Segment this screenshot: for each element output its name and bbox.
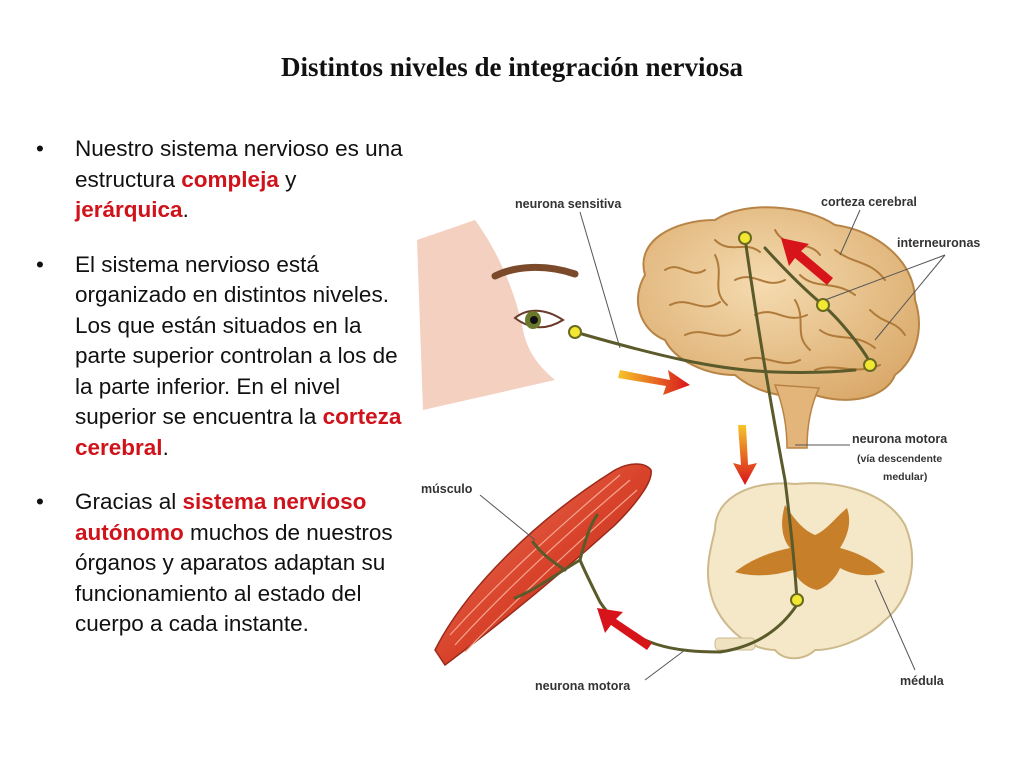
label-medular: medular) <box>883 471 927 483</box>
label-corteza-cerebral: corteza cerebral <box>821 195 917 209</box>
highlight-term: sistema nervioso autónomo <box>75 489 367 545</box>
interneuron-node-2 <box>863 358 877 372</box>
arrow-up-cortex <box>781 238 833 285</box>
bullet-dot: • <box>36 489 44 514</box>
bullet-text-part: Nuestro sistema nervioso es una estructu… <box>75 136 403 192</box>
interneuron-node-1 <box>816 298 830 312</box>
face-profile <box>417 220 579 410</box>
nerve-pathways <box>513 236 872 654</box>
arrow-down-brain <box>733 425 757 485</box>
bullet-item: • Gracias al sistema nervioso autónomo m… <box>30 487 415 640</box>
bullet-text-part: y <box>278 166 297 192</box>
muscle-branch-1 <box>513 558 582 600</box>
bullet-text-part: El sistema nervioso está organizado en d… <box>75 251 398 430</box>
leader-medula <box>874 579 916 671</box>
spinal-cord <box>706 482 913 660</box>
sensory-neuron-path <box>573 330 857 374</box>
label-neurona-motora-top: neurona motora <box>852 432 948 446</box>
leader-lines <box>479 209 946 681</box>
muscle-branch-2 <box>578 513 599 562</box>
leader-neurona-sensitiva <box>579 211 621 349</box>
highlight-term: compleja <box>181 166 279 192</box>
slide-title: Distintos niveles de integración nervios… <box>281 52 743 82</box>
label-neurona-motora-bottom: neurona motora <box>535 679 631 693</box>
descending-motor-path <box>743 236 799 602</box>
bullet-dot: • <box>36 251 44 277</box>
bullet-text-part: . <box>182 197 189 222</box>
leader-interneuronas-2 <box>874 254 946 341</box>
arrow-to-brain <box>618 370 690 395</box>
bullet-item: • Nuestro sistema nervioso es una estruc… <box>30 134 415 226</box>
label-interneuronas: interneuronas <box>897 236 980 250</box>
leader-musculo <box>479 494 536 541</box>
label-neurona-sensitiva: neurona sensitiva <box>515 197 622 211</box>
brainstem <box>773 384 821 449</box>
leader-neurona-motora-bottom <box>644 649 686 681</box>
bullet-item: • El sistema nervioso está organizado en… <box>30 250 415 464</box>
brain <box>636 206 920 449</box>
gray-matter <box>735 505 885 590</box>
leader-interneuronas-1 <box>824 254 946 301</box>
lower-motor-path <box>578 558 802 654</box>
label-medula: médula <box>900 674 945 688</box>
bullet-text-part: . <box>162 434 169 460</box>
flow-arrows <box>597 238 833 650</box>
neuron-nodes <box>568 231 877 607</box>
eyebrow <box>491 264 579 280</box>
bullet-dot: • <box>36 136 44 161</box>
leader-corteza <box>839 209 861 256</box>
label-musculo: músculo <box>421 482 473 496</box>
bullet-text-part: muchos de nuestros órganos y aparatos ad… <box>75 519 393 637</box>
label-via-descendente: (vía descendente <box>857 453 942 465</box>
face-skin <box>417 220 555 410</box>
highlight-term: corteza cerebral <box>75 404 402 460</box>
bullet-text-part: Gracias al <box>75 489 183 514</box>
pupil <box>530 316 538 324</box>
arrow-to-muscle <box>597 608 652 650</box>
cortex-node <box>738 231 752 245</box>
brain-folds <box>664 229 906 371</box>
muscle-branch-3 <box>531 540 567 572</box>
sensory-node <box>568 325 582 339</box>
muscle-fibers <box>449 474 638 653</box>
spinal-node <box>790 593 804 607</box>
bullet-list: • Nuestro sistema nervioso es una estruc… <box>30 134 415 664</box>
highlight-term: jerárquica <box>75 197 183 222</box>
nervous-system-diagram: neurona sensitiva corteza cerebral inter… <box>417 195 980 693</box>
